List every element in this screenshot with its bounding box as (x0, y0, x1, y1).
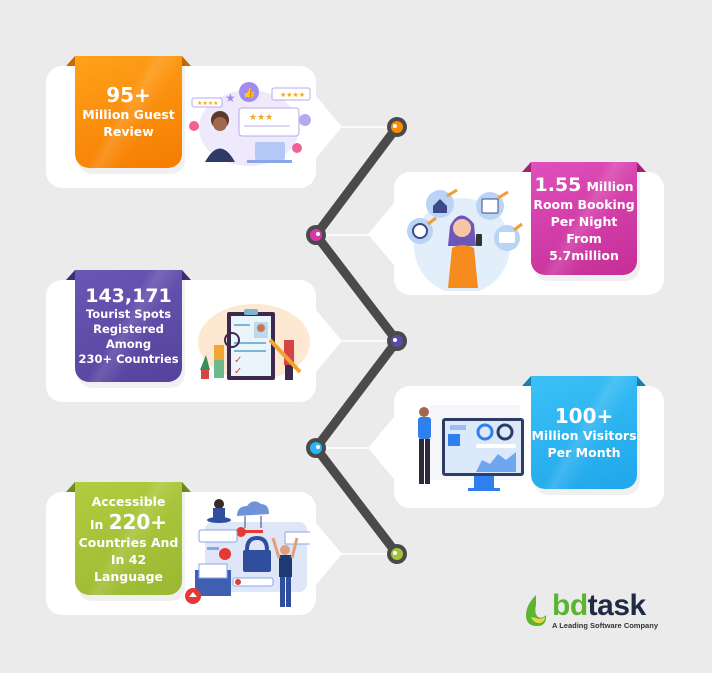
ribbon-fold (182, 270, 191, 280)
stat-label-line: Registered Among (93, 322, 164, 351)
svg-text:★★★★: ★★★★ (280, 91, 305, 99)
stat-label-line: 5.7million (549, 247, 619, 263)
stat-value-suffix: Million (586, 178, 634, 194)
ribbon-fold (522, 376, 531, 386)
card-pointer (368, 203, 394, 265)
stat-value: 95+ (106, 83, 151, 107)
stat-label-line: Review (103, 124, 154, 139)
svg-text:★★★: ★★★ (249, 113, 273, 123)
stat-ribbon-room-booking: 1.55 Million Room Booking Per Night From… (531, 162, 637, 275)
svg-text:👍: 👍 (243, 86, 255, 99)
ribbon-fold (66, 270, 75, 280)
stat-label-line: Tourist Spots (85, 307, 172, 321)
logo-word-bd: bd (552, 589, 588, 622)
stat-label-line: Per Night From (550, 213, 618, 246)
stat-label-line: In 42 Language (93, 551, 163, 584)
stat-label-line: 230+ Countries (78, 352, 179, 366)
guest-review-illustration: ★★★★ 👍 ★ ★★★★ ★★★ (187, 80, 312, 170)
card-pointer (316, 96, 342, 158)
stat-value: 220+ (108, 509, 168, 534)
card-pointer (368, 417, 394, 479)
stat-ribbon-tourist-spots: 143,171 Tourist Spots Registered Among 2… (75, 270, 182, 382)
logo-wordmark: bdtask (552, 589, 646, 623)
card-pointer (316, 310, 342, 372)
svg-text:✓: ✓ (234, 355, 242, 366)
accessibility-security-illustration (185, 494, 310, 609)
card-pointer (316, 523, 342, 585)
stat-value-prefix: In (89, 516, 104, 532)
leaf-flame-icon (526, 595, 547, 626)
stat-ribbon-guest-review: 95+ Million Guest Review (75, 56, 182, 168)
stat-value: 143,171 (85, 285, 172, 307)
svg-text:★★★★: ★★★★ (197, 100, 219, 107)
stat-label-line: Million Guest (82, 107, 175, 122)
ribbon-fold (66, 56, 75, 66)
stat-value: 1.55 (534, 173, 582, 196)
svg-text:✓: ✓ (234, 366, 242, 377)
stat-value: 100+ (554, 403, 614, 428)
stat-label-line: Countries And (78, 534, 179, 550)
tourist-spots-illustration: ✓ ✓ (192, 300, 312, 385)
stat-label-line: Per Month (547, 444, 621, 460)
ribbon-fold (182, 482, 191, 492)
stat-label-line: Accessible (91, 493, 166, 509)
svg-text:★: ★ (225, 91, 236, 105)
ribbon-fold (522, 162, 531, 172)
ribbon-fold (637, 162, 646, 172)
visitors-dashboard-illustration (410, 400, 528, 495)
logo-tagline: A Leading Software Company (552, 621, 658, 630)
stat-label-line: Million Visitors (531, 427, 637, 443)
ribbon-fold (637, 376, 646, 386)
stat-ribbon-visitors: 100+ Million Visitors Per Month (531, 376, 637, 489)
logo-word-task: task (587, 589, 647, 622)
stat-ribbon-accessibility: Accessible In 220+ Countries And In 42 L… (75, 482, 182, 595)
stat-label-line: Room Booking (533, 196, 635, 212)
ribbon-fold (66, 482, 75, 492)
room-booking-illustration (402, 176, 527, 291)
ribbon-fold (182, 56, 191, 66)
